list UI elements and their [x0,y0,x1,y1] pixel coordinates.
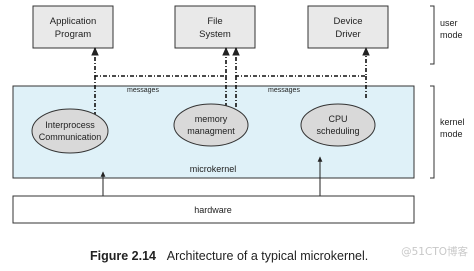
message-path-app-to-filesystem: messages [91,47,230,118]
memory-label-2: managment [187,126,235,136]
file-system-label-2: System [199,29,231,40]
oval-interprocess-communication: Interprocess Communication [31,108,109,154]
file-system-label-1: File [207,16,222,27]
user-box-file-system: File System [174,5,256,49]
message-path-filesystem-to-driver: messages [232,47,370,108]
messages-label-left: messages [127,87,159,94]
microkernel-label: microkernel [190,164,237,174]
user-mode-label-1: user [440,18,458,28]
cpu-label-2: scheduling [316,126,359,136]
hardware-label: hardware [194,205,232,215]
figure-number: Figure 2.14 [90,249,156,263]
hardware-bar: hardware [12,195,415,224]
memory-label-1: memory [195,114,228,124]
application-program-label-1: Application [50,16,96,27]
device-driver-label-2: Driver [335,29,360,40]
user-mode-bracket: user mode [430,5,463,65]
watermark: @51CTO博客 [401,246,468,258]
user-mode-label-2: mode [440,30,463,40]
oval-memory-management: memory managment [173,103,249,147]
device-driver-label-1: Device [333,16,362,27]
kernel-mode-label-2: mode [440,129,463,139]
interprocess-label-2: Communication [39,132,102,142]
interprocess-label-1: Interprocess [45,120,95,130]
user-box-device-driver: Device Driver [307,5,389,49]
oval-cpu-scheduling: CPU scheduling [300,103,376,147]
application-program-label-2: Program [55,29,92,40]
cpu-label-1: CPU [328,114,347,124]
kernel-mode-label-1: kernel [440,117,465,127]
messages-label-right: messages [268,87,300,94]
figure-caption: Figure 2.14 Architecture of a typical mi… [90,249,368,263]
user-box-application-program: Application Program [32,5,114,49]
figure-title: Architecture of a typical microkernel. [166,249,369,263]
kernel-mode-bracket: kernel mode [430,85,465,179]
